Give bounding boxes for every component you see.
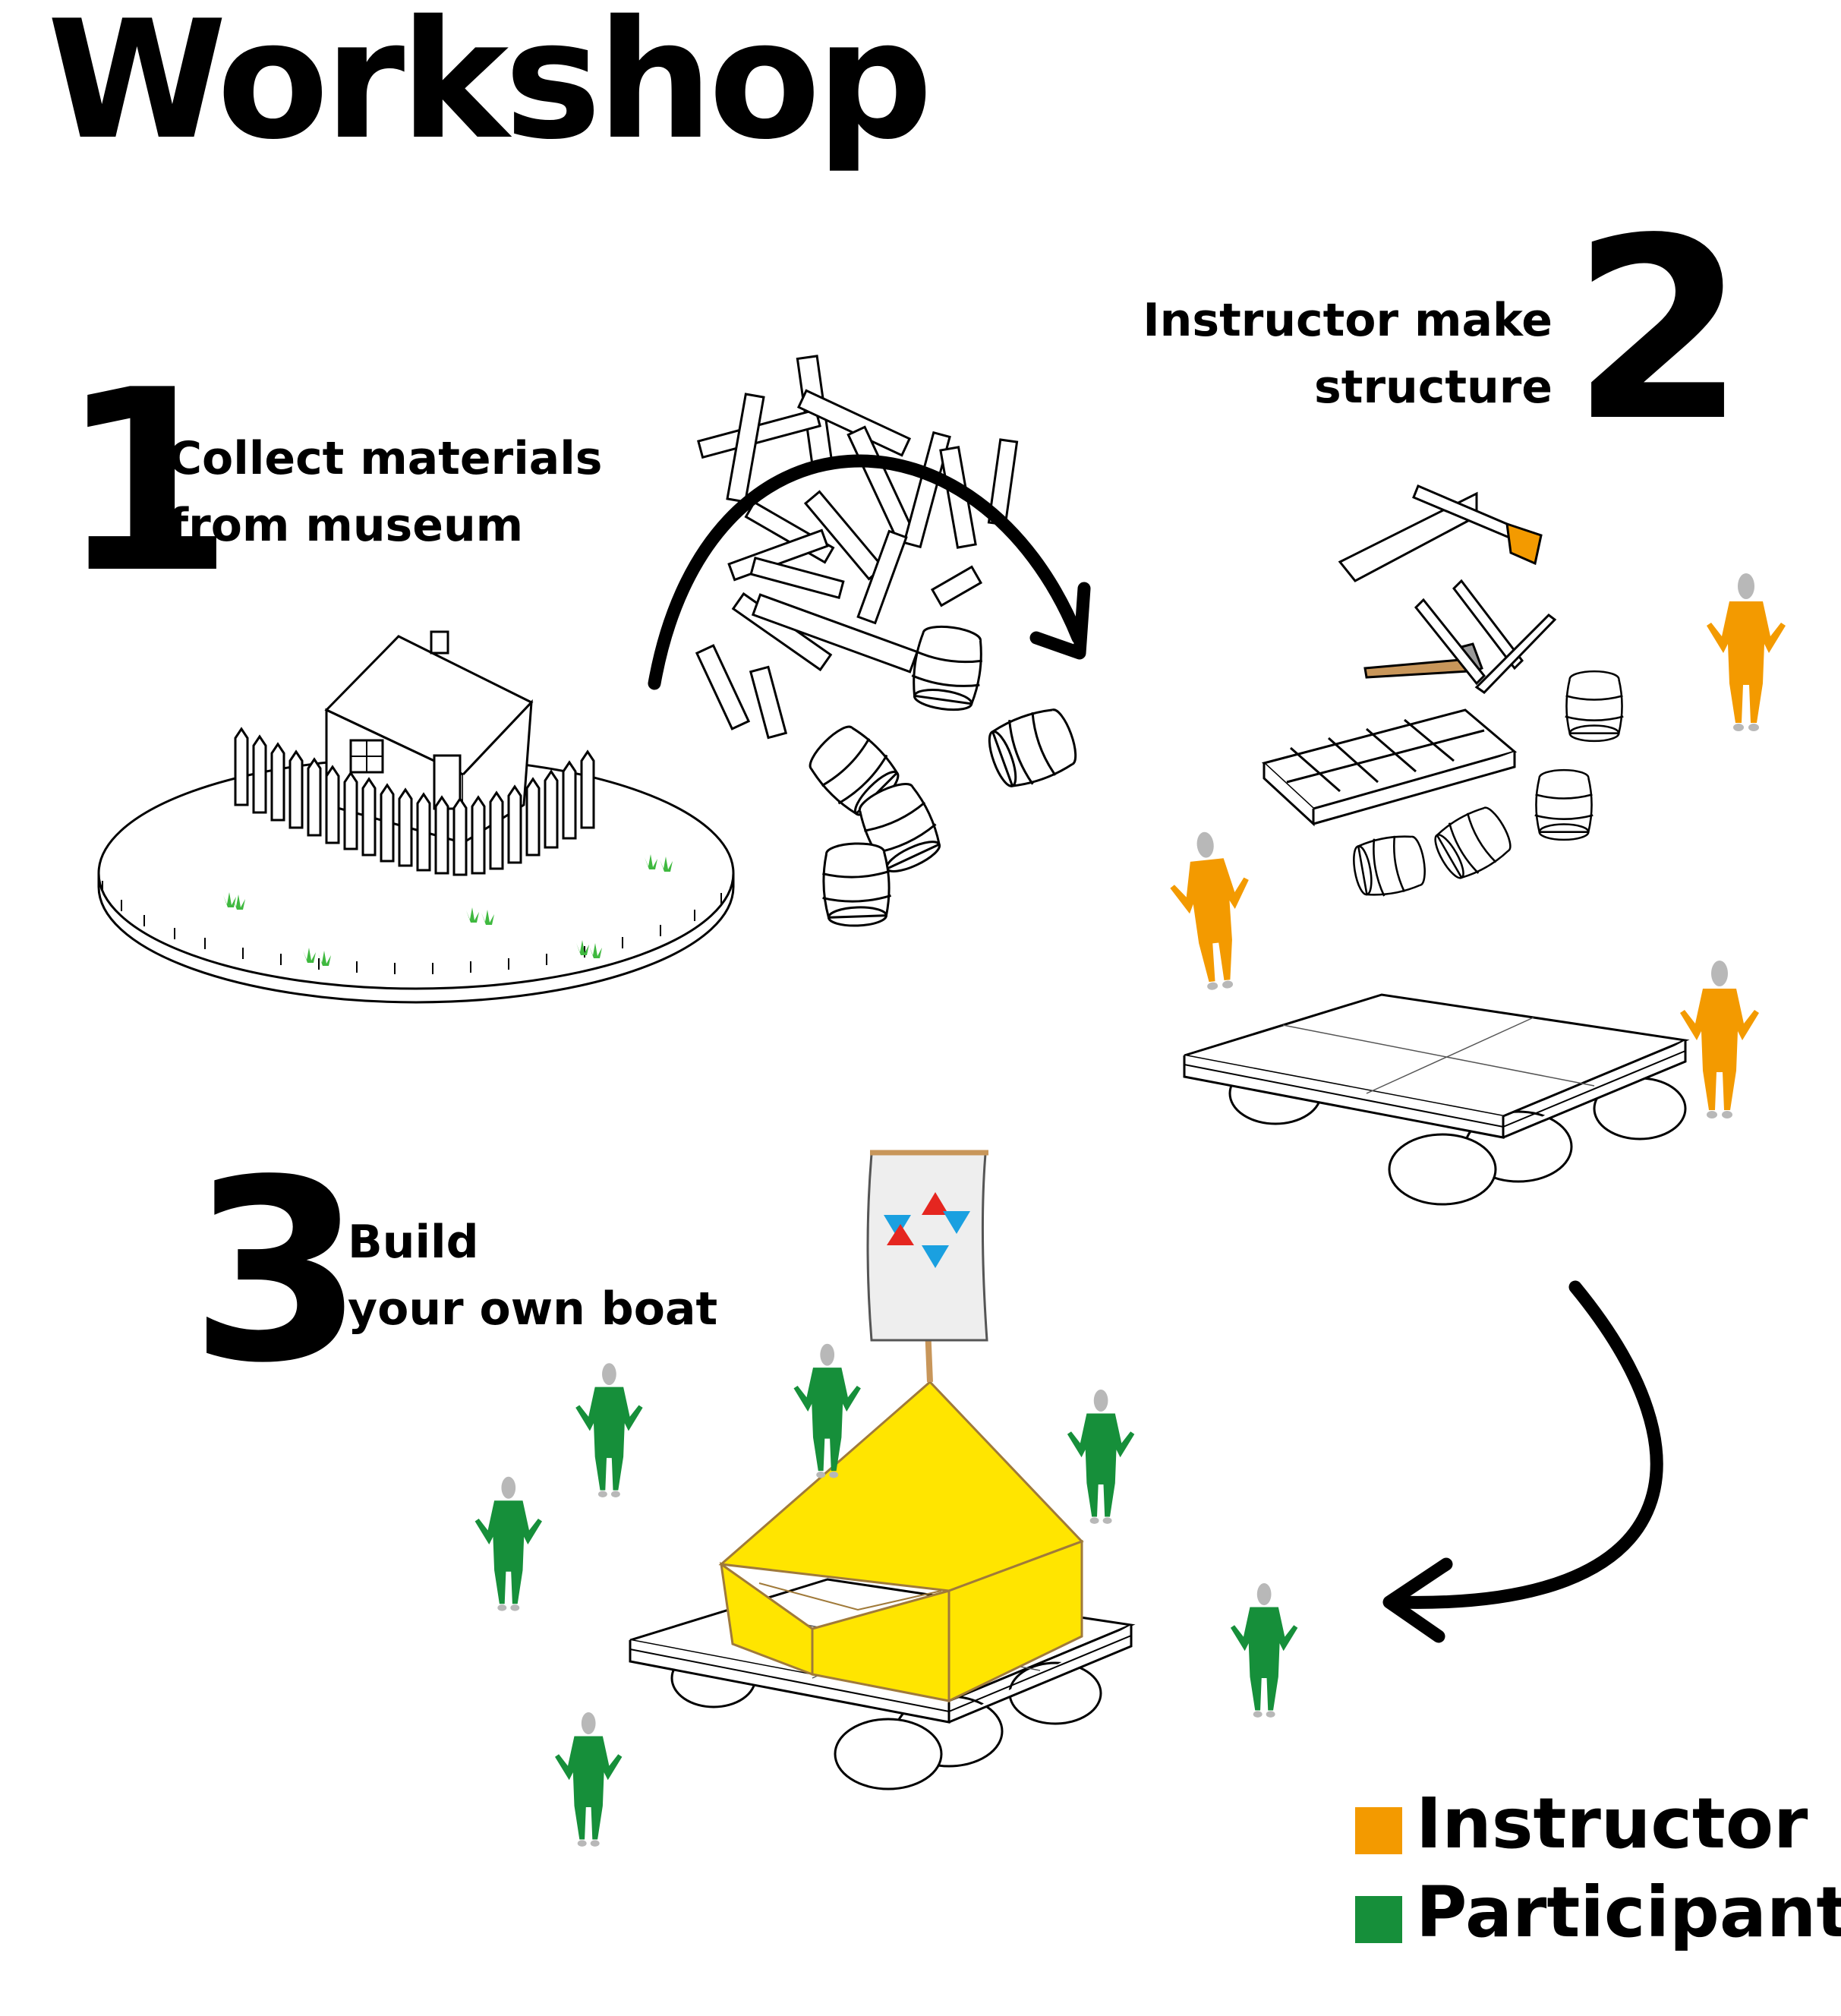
boat-illustration: [629, 1150, 1133, 1790]
island-illustration: [97, 630, 735, 1004]
legend-label-instructor: Instructor: [1416, 1783, 1808, 1864]
step-3-line-2: your own boat: [348, 1282, 718, 1336]
legend-swatch-participant: [1355, 1896, 1402, 1943]
step-3-label: Build your own boat: [348, 1209, 717, 1342]
step-1-number: 1: [59, 336, 234, 628]
raft-structure: [1183, 993, 1687, 1206]
arrow-2-to-3: [1390, 1280, 1663, 1609]
step-2-line-2: structure: [1314, 361, 1553, 414]
arrow-1-to-2: [648, 454, 1085, 690]
step-3-number: 3: [190, 1126, 364, 1418]
page-title: Workshop: [47, 0, 933, 175]
tools-and-parts: [1261, 484, 1625, 901]
step-2-line-1: Instructor make: [1143, 294, 1553, 347]
step-1-line-1: Collect materials: [169, 432, 603, 485]
materials-pile: [695, 355, 1084, 929]
flag-logo-icon: [884, 1192, 970, 1268]
step-3-line-1: Build: [348, 1216, 479, 1269]
step-1-label: Collect materials from museum: [169, 425, 603, 559]
step-2-label: Instructor make structure: [1143, 287, 1553, 421]
step-1-line-2: from museum: [169, 499, 524, 552]
legend-swatch-instructor: [1355, 1807, 1402, 1854]
step-2-number: 2: [1571, 185, 1746, 476]
legend-label-participant: Participant: [1416, 1872, 1841, 1953]
